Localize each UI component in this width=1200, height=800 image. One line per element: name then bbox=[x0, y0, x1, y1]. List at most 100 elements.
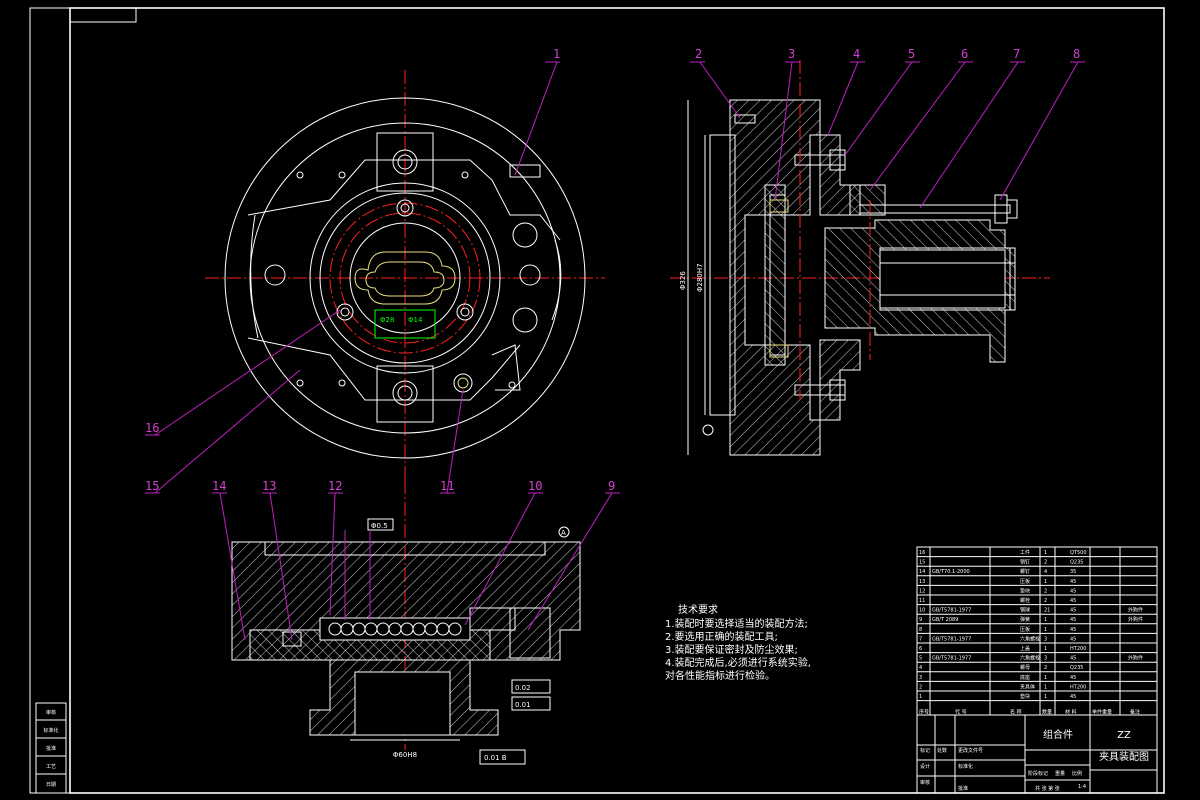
dim-inner: Φ280H7 bbox=[696, 263, 704, 292]
leader-label-4: 4 bbox=[853, 47, 860, 61]
leader-label-7: 7 bbox=[1013, 47, 1020, 61]
bom-no: 4 bbox=[919, 665, 922, 671]
bom-note: 外购件 bbox=[1128, 607, 1143, 614]
tb-cell: 阶段标记 bbox=[1028, 770, 1048, 777]
bom-qty: 2 bbox=[1044, 598, 1047, 604]
bom-material: 45 bbox=[1070, 675, 1076, 681]
tb-cell: 审核 bbox=[920, 779, 930, 786]
bom-name: 上盖 bbox=[1020, 645, 1030, 652]
bom-no: 6 bbox=[919, 646, 922, 652]
material-label: 组合件 bbox=[1043, 728, 1073, 741]
bom-qty: 2 bbox=[1044, 560, 1047, 566]
dim-outer: Φ326 bbox=[679, 271, 687, 290]
side-section-view: Φ326 Φ280H7 bbox=[670, 60, 1050, 456]
bom-name: 六角螺栓 bbox=[1020, 635, 1040, 642]
bom-no: 10 bbox=[919, 608, 925, 614]
bom-material: 35 bbox=[1070, 569, 1076, 575]
bom-header-cell: 备注 bbox=[1130, 709, 1140, 716]
drawing-number: ZZ bbox=[1117, 730, 1131, 741]
bom-header-cell: 名 称 bbox=[1010, 709, 1022, 716]
bom-material: 45 bbox=[1070, 579, 1076, 585]
title-block: 组合件 ZZ 夹具装配图 标记 处数 更改文件号 设计 标准化 阶段标记 重量 … bbox=[917, 714, 1157, 793]
inner-border bbox=[69, 7, 1165, 794]
bom-note: 外购件 bbox=[1128, 655, 1143, 662]
leader-label-16: 16 bbox=[145, 421, 159, 435]
leader-lines bbox=[145, 61, 1085, 641]
bom-no: 15 bbox=[919, 560, 925, 566]
bom-header-cell: 序号 bbox=[919, 709, 929, 716]
bom-no: 1 bbox=[919, 694, 922, 700]
left-signature-block: 审核 标准化 批准 工艺 日期 bbox=[35, 702, 67, 794]
leader-label-9: 9 bbox=[608, 479, 615, 493]
tb-cell: 1:4 bbox=[1078, 784, 1086, 790]
bom-name: 压板 bbox=[1020, 578, 1030, 585]
bom-name: 钢球 bbox=[1020, 607, 1030, 614]
bom-material: 45 bbox=[1070, 636, 1076, 642]
tb-cell: 处数 bbox=[937, 747, 947, 754]
leader-label-14: 14 bbox=[212, 479, 226, 493]
bottom-dim: Φ60H8 bbox=[393, 751, 417, 759]
tech-item: 对各性能指标进行检验。 bbox=[665, 669, 775, 682]
bom-qty: 1 bbox=[1044, 617, 1047, 623]
bom-no: 5 bbox=[919, 656, 922, 662]
tech-item: 3.装配要保证密封及防尘效果; bbox=[665, 643, 798, 656]
center-dim-a: Φ28 bbox=[380, 316, 394, 324]
bom-no: 13 bbox=[919, 579, 925, 585]
left-block-item: 标准化 bbox=[43, 727, 58, 734]
bom-no: 2 bbox=[919, 684, 922, 690]
bom-no: 9 bbox=[919, 617, 922, 623]
bom-header-cell: 数量 bbox=[1042, 709, 1052, 716]
bom-code: GB/T 2089 bbox=[932, 617, 958, 623]
bom-material: Q235 bbox=[1070, 560, 1083, 566]
leader-label-3: 3 bbox=[788, 47, 795, 61]
bom-material: Q235 bbox=[1070, 665, 1083, 671]
leader-label-5: 5 bbox=[908, 47, 915, 61]
bom-material: 45 bbox=[1070, 617, 1076, 623]
corner-tag bbox=[69, 7, 137, 23]
tb-cell: 标记 bbox=[920, 747, 930, 754]
bom-name: 垫块 bbox=[1020, 587, 1030, 594]
bom-qty: 1 bbox=[1044, 675, 1047, 681]
bom-qty: 1 bbox=[1044, 579, 1047, 585]
bom-material: HT200 bbox=[1070, 646, 1086, 652]
bom-qty: 2 bbox=[1044, 665, 1047, 671]
leader-label-6: 6 bbox=[961, 47, 968, 61]
bom-material: 45 bbox=[1070, 598, 1076, 604]
tech-item: 1.装配时要选择适当的装配方法; bbox=[665, 617, 808, 630]
tol-circ: 0.01 B bbox=[484, 754, 507, 762]
bom-qty: 1 bbox=[1044, 684, 1047, 690]
leader-label-12: 12 bbox=[328, 479, 342, 493]
bom-material: 45 bbox=[1070, 627, 1076, 633]
bom-header-cell: 单件重量 bbox=[1092, 709, 1112, 716]
leader-label-8: 8 bbox=[1073, 47, 1080, 61]
bom-header-cell: 代 号 bbox=[955, 709, 967, 716]
bom-note: 外购件 bbox=[1128, 616, 1143, 623]
leader-label-2: 2 bbox=[695, 47, 702, 61]
bom-material: 45 bbox=[1070, 608, 1076, 614]
bom-qty: 4 bbox=[1044, 569, 1047, 575]
bom-material: QT500 bbox=[1070, 550, 1087, 556]
left-block-item: 审核 bbox=[46, 709, 56, 716]
top-dim: Φ0.5 bbox=[371, 522, 388, 530]
tb-cell: 比例 bbox=[1072, 770, 1082, 777]
front-section-view: Φ60H8 0.01 B 0.02 0.01 Φ0.5 A bbox=[231, 480, 581, 765]
tech-item: 4.装配完成后,必须进行系统实验, bbox=[665, 656, 811, 669]
left-block-item: 日期 bbox=[46, 782, 56, 788]
tb-cell: 批准 bbox=[958, 785, 968, 792]
bom-qty: 1 bbox=[1044, 646, 1047, 652]
bom-name: 压板 bbox=[1020, 626, 1030, 633]
tech-item: 2.要选用正确的装配工具; bbox=[665, 630, 778, 643]
bom-name: 螺栓 bbox=[1020, 597, 1030, 604]
bom-no: 11 bbox=[919, 598, 925, 604]
bom-no: 12 bbox=[919, 588, 925, 594]
top-view: Φ28 Φ14 bbox=[205, 70, 605, 480]
tech-requirements: 技术要求 1.装配时要选择适当的装配方法; 2.要选用正确的装配工具; 3.装配… bbox=[665, 603, 811, 682]
bom-code: GB/T5781-1977 bbox=[932, 636, 971, 642]
datum-label: A bbox=[561, 529, 566, 537]
bom-qty: 3 bbox=[1044, 656, 1047, 662]
tb-cell: 更改文件号 bbox=[958, 747, 983, 754]
bom-no: 14 bbox=[919, 569, 925, 575]
bom-material: 45 bbox=[1070, 656, 1076, 662]
tb-cell: 设计 bbox=[920, 763, 930, 770]
leader-label-11: 11 bbox=[440, 479, 454, 493]
